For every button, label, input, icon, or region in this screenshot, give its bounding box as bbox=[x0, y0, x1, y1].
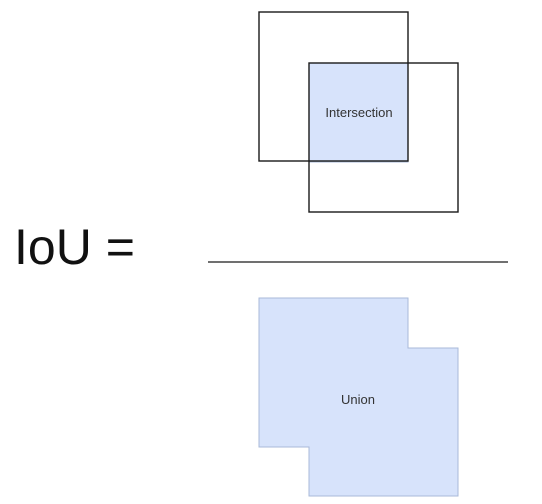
union-label: Union bbox=[341, 392, 375, 407]
box-b-outline bbox=[308, 62, 459, 213]
intersection-area bbox=[308, 62, 409, 163]
intersection-illustration: Intersection bbox=[258, 11, 459, 213]
union-area bbox=[258, 297, 459, 497]
iou-formula-label: IoU = bbox=[14, 219, 135, 275]
box-a-outline bbox=[258, 11, 409, 162]
intersection-label: Intersection bbox=[325, 105, 392, 120]
union-illustration: Union bbox=[258, 297, 459, 497]
